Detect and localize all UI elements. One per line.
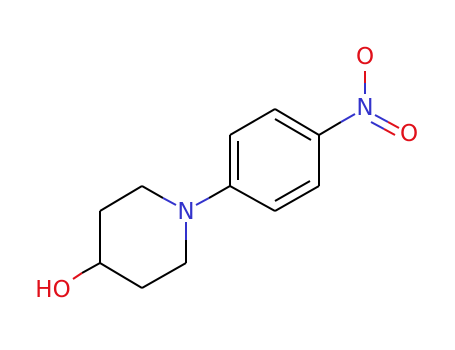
bond-ar-1 bbox=[229, 185, 276, 212]
bond-ar-5 bbox=[229, 108, 276, 136]
bond-aryl-nitro-nitrogen-half bbox=[340, 113, 356, 123]
piperidine-ring bbox=[99, 185, 187, 289]
atom-hydroxyl: HO bbox=[35, 277, 70, 303]
bond-c4-o-carbon-half bbox=[81, 262, 101, 274]
bond-c4-o-oxygen-half bbox=[72, 272, 83, 280]
benzene-ring bbox=[229, 108, 320, 212]
bond-n-aryl-carbon-half bbox=[208, 185, 231, 199]
bond-nitro-n-o-right-oxygen-half-1 bbox=[387, 121, 400, 129]
atom-o-nitro-top: O bbox=[356, 44, 374, 70]
bond-ar-2 bbox=[274, 185, 320, 212]
bond-ar-4 bbox=[274, 108, 320, 136]
atom-n-piperidine: N bbox=[177, 199, 194, 225]
atom-n-nitro: N bbox=[356, 95, 373, 121]
bond-ar-inner-3 bbox=[274, 118, 312, 141]
bond-c4-c5 bbox=[99, 262, 143, 289]
bond-n-aryl-nitrogen-half bbox=[195, 197, 210, 206]
bond-ar-inner-2 bbox=[274, 180, 311, 202]
bond-nitro-n-o-right-nitrogen-half-2 bbox=[370, 121, 385, 130]
bond-nitro-n-o-right-nitrogen-half-1 bbox=[374, 114, 389, 123]
bond-nitro-n-o-right-oxygen-half-2 bbox=[383, 128, 396, 136]
atom-o-nitro-right: O bbox=[400, 121, 418, 147]
bond-aryl-nitro-carbon-half bbox=[318, 121, 342, 136]
bond-c2-c3 bbox=[99, 185, 143, 212]
bond-c5-c6 bbox=[141, 262, 187, 289]
bond-c2-n-nitrogen-half bbox=[162, 197, 177, 206]
bond-c2-n-carbon-half bbox=[141, 185, 164, 199]
